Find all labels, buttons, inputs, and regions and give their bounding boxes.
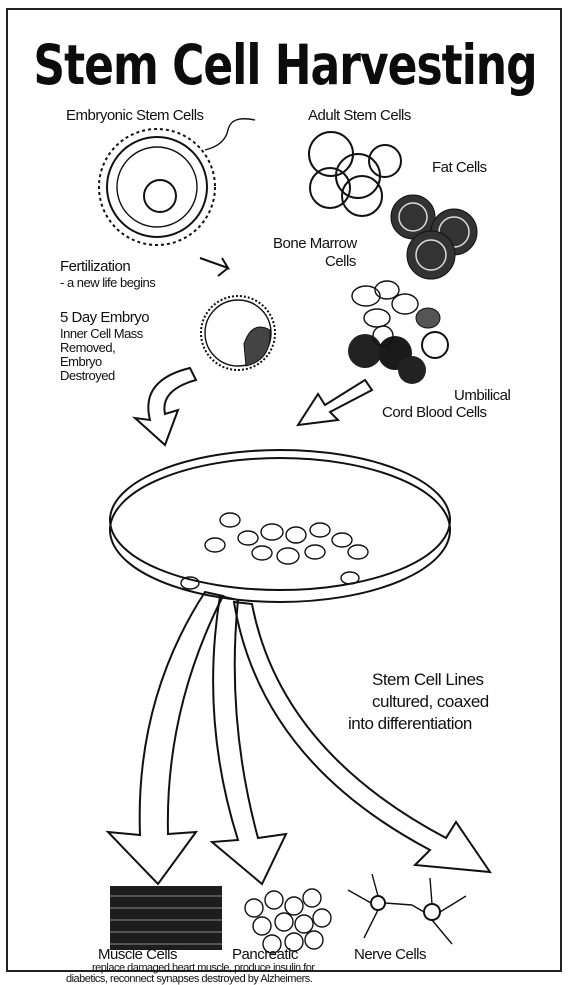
label-destroyed: Destroyed (60, 369, 115, 382)
label-embryonic-stem-cells: Embryonic Stem Cells (66, 108, 204, 124)
label-adult-stem-cells: Adult Stem Cells (308, 108, 411, 124)
adult-stem-cells-illustration (309, 132, 401, 216)
label-bone-marrow-cells: Cells (325, 254, 356, 270)
label-fertilization-sub: - a new life begins (60, 276, 155, 289)
muscle-cells-illustration (110, 886, 222, 950)
differentiation-arrows (108, 592, 490, 884)
label-umbilical: Umbilical (454, 388, 510, 404)
bone-marrow-cells-illustration (348, 281, 448, 384)
label-fat-cells: Fat Cells (432, 160, 487, 176)
fertilized-egg-illustration (99, 119, 255, 245)
label-into-differentiation: into differentiation (348, 714, 472, 734)
label-inner-cell-mass: Inner Cell Mass (60, 327, 143, 340)
label-cord-blood-cells: Cord Blood Cells (382, 405, 487, 421)
label-muscle-cells: Muscle Cells (98, 947, 177, 963)
five-day-embryo-illustration (201, 296, 275, 370)
nerve-cells-illustration (348, 874, 466, 944)
fat-cells-illustration (391, 195, 477, 279)
label-pancreatic: Pancreatic (232, 947, 298, 963)
caption-line-2: diabetics, reconnect synapses destroyed … (66, 974, 312, 985)
label-five-day-embryo: 5 Day Embryo (60, 310, 149, 326)
label-cultured-coaxed: cultured, coaxed (372, 692, 489, 712)
pancreatic-cells-illustration (245, 889, 331, 953)
label-bone-marrow: Bone Marrow (273, 236, 357, 252)
label-removed: Removed, (60, 341, 115, 354)
petri-dish-illustration (110, 450, 450, 602)
label-fertilization: Fertilization (60, 259, 130, 275)
label-embryo: Embryo (60, 355, 102, 368)
label-stem-cell-lines: Stem Cell Lines (372, 670, 484, 690)
label-nerve-cells: Nerve Cells (354, 947, 426, 963)
